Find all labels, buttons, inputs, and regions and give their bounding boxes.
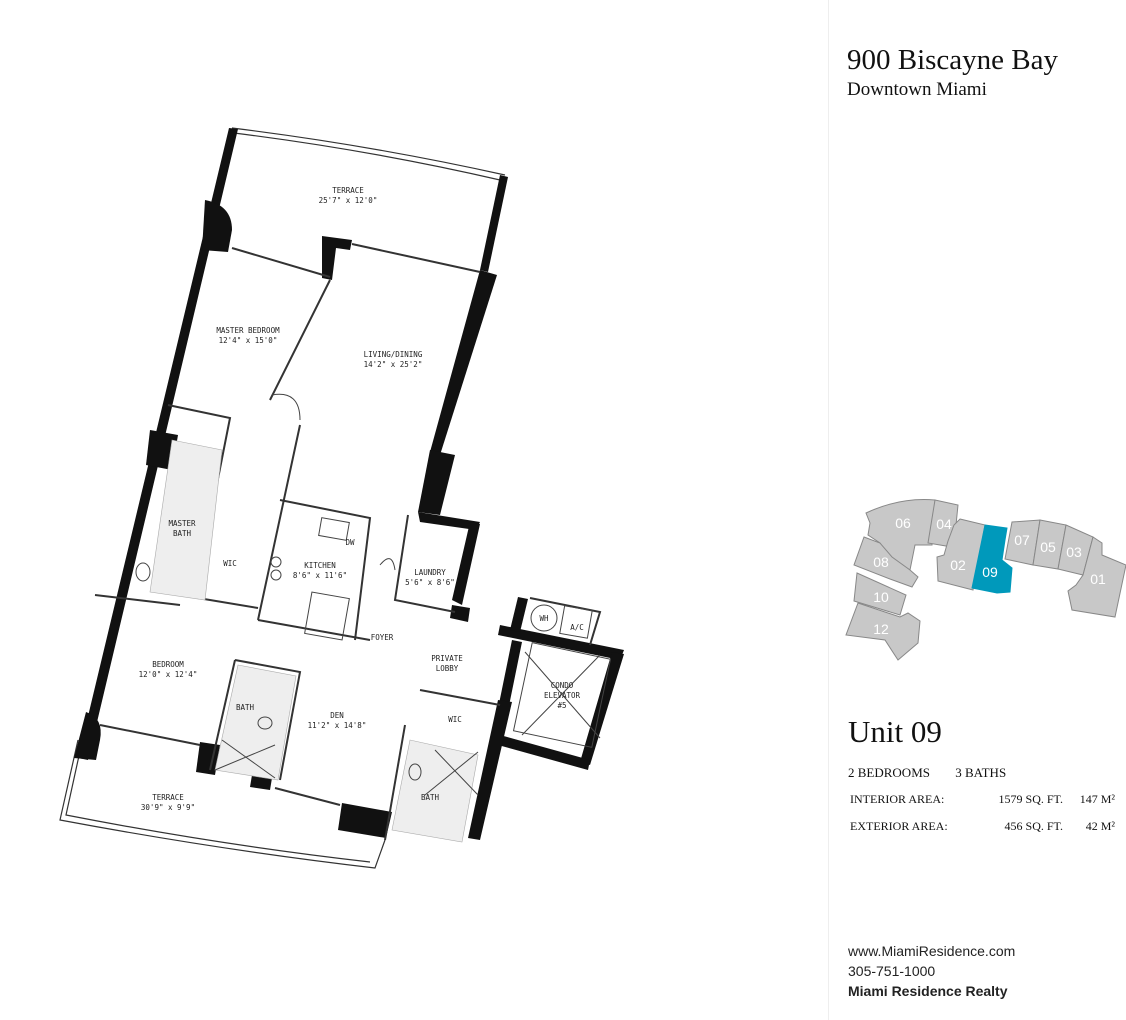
terrace-top-dim: 25'7" x 12'0" [319,196,378,205]
unit-rooms: 2 BEDROOMS 3 BATHS [848,765,1028,781]
elevator-label-3: #5 [557,701,566,710]
living-dining-label: LIVING/DINING [364,350,423,359]
elevator-label: CONDO [551,681,574,690]
terrace-top-label: TERRACE [332,186,364,195]
foyer-label: FOYER [371,633,394,642]
key-unit-01[interactable] [1067,536,1126,618]
key-label-03: 03 [1066,544,1082,560]
key-label-04: 04 [936,516,952,532]
laundry-dim: 5'6" x 8'6" [405,578,455,587]
interior-walls [94,243,602,841]
dishwasher-label: DW [345,538,355,547]
floor-plan: TERRACE 25'7" x 12'0" MASTER BEDROOM 12'… [59,127,624,869]
bath-label-2: BATH [421,793,440,802]
water-heater-label: WH [539,614,549,623]
ac-label: A/C [570,623,584,632]
baths-count: 3 BATHS [955,765,1007,780]
living-dining-dim: 14'2" x 25'2" [364,360,423,369]
unit-title: Unit 09 [848,714,942,749]
exterior-area-sqft: 456 SQ. FT. [1004,819,1063,833]
water-heater-icon [530,604,558,632]
den-label: DEN [330,711,344,720]
bedrooms-count: 2 BEDROOMS [848,765,930,780]
exterior-area-m2: 42 M² [1085,819,1115,833]
phone-number[interactable]: 305-751-1000 [848,963,936,979]
key-label-12: 12 [873,621,889,637]
bath-label: BATH [236,703,255,712]
key-label-07: 07 [1014,532,1030,548]
key-unit-08[interactable] [853,536,919,588]
bath-tiles [149,439,479,843]
key-label-10: 10 [873,589,889,605]
interior-area-label: INTERIOR AREA: [850,792,945,806]
wic-label: WIC [223,559,237,568]
master-bedroom-dim: 12'4" x 15'0" [219,336,278,345]
key-label-05: 05 [1040,539,1056,555]
key-label-01: 01 [1090,571,1106,587]
laundry-label: LAUNDRY [414,568,446,577]
terrace-top-railing [231,127,506,181]
terrace-bottom-railing [59,739,386,869]
kitchen-dim: 8'6" x 11'6" [293,571,347,580]
key-plan: 06 04 02 09 07 05 03 01 08 10 12 [845,499,1126,661]
master-bath-label: MASTER [168,519,196,528]
bedroom-label: BEDROOM [152,660,184,669]
panel-divider [828,0,829,1020]
terrace-bottom-label: TERRACE [152,793,184,802]
key-unit-09[interactable] [971,524,1013,594]
key-label-02: 02 [950,557,966,573]
room-labels: TERRACE 25'7" x 12'0" MASTER BEDROOM 12'… [139,186,584,812]
company-name: Miami Residence Realty [848,983,1008,999]
terrace-bottom-dim: 30'9" x 9'9" [141,803,195,812]
interior-area-sqft: 1579 SQ. FT. [998,792,1063,806]
key-unit-10[interactable] [853,572,907,616]
key-label-08: 08 [873,554,889,570]
private-lobby-label-2: LOBBY [436,664,459,673]
bedroom-dim: 12'0" x 12'4" [139,670,198,679]
kitchen-label: KITCHEN [304,561,336,570]
website-link[interactable]: www.MiamiResidence.com [848,943,1016,959]
building-title: 900 Biscayne Bay [847,44,1059,76]
master-bath-label-2: BATH [173,529,192,538]
interior-area-m2: 147 M² [1079,792,1115,806]
exterior-area-label: EXTERIOR AREA: [850,819,948,833]
den-dim: 11'2" x 14'8" [308,721,367,730]
key-unit-12[interactable] [845,602,921,661]
master-bedroom-label: MASTER BEDROOM [216,326,280,335]
building-location: Downtown Miami [847,79,987,100]
key-label-09: 09 [982,564,998,580]
exterior-walls [74,128,624,840]
key-label-06: 06 [895,515,911,531]
elevator-label-2: ELEVATOR [544,691,581,700]
fixtures [135,393,612,796]
wic-label-2: WIC [448,715,462,724]
private-lobby-label: PRIVATE [431,654,463,663]
